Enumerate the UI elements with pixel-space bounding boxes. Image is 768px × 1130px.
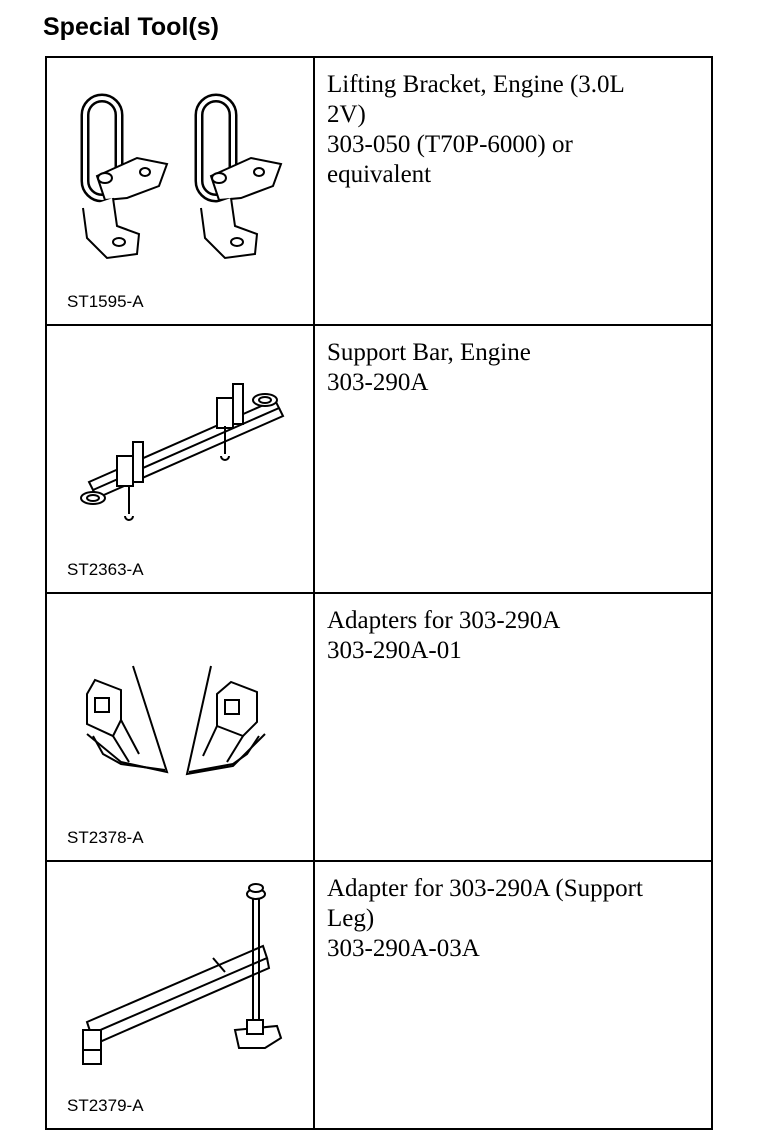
tool-description: Lifting Bracket, Engine (3.0L 2V) 303-05… <box>313 56 713 326</box>
tool-description-line: Adapters for 303-290A <box>327 607 561 634</box>
tool-code: ST2363-A <box>67 560 144 579</box>
tool-description-line: Adapter for 303-290A (Support <box>327 875 643 902</box>
tool-description: Adapters for 303-290A 303-290A-01 <box>313 592 713 862</box>
support-leg-illustration <box>82 883 283 1065</box>
tool-image-cell: ST2363-A <box>45 324 315 594</box>
tool-description-line: 2V) <box>327 101 366 128</box>
tool-code: ST1595-A <box>67 292 144 311</box>
tool-code: ST2378-A <box>67 828 144 847</box>
tool-description-line: 303-290A-01 <box>327 637 462 664</box>
special-tools-table: ST1595-A Lifting Bracket, Engine (3.0L 2… <box>45 56 713 1130</box>
table-row: ST2379-A Adapter for 303-290A (Support L… <box>45 860 713 1130</box>
lifting-bracket-illustration <box>80 93 283 260</box>
tool-description-line: 303-290A <box>327 369 429 396</box>
tool-description-line: equivalent <box>327 161 432 188</box>
page-title: Special Tool(s) <box>43 13 219 41</box>
tool-description-line: 303-290A-03A <box>327 935 480 962</box>
tool-description-line: 303-050 (T70P-6000) or <box>327 131 573 158</box>
table-row: ST2363-A Support Bar, Engine 303-290A <box>45 324 713 594</box>
table-row: ST1595-A Lifting Bracket, Engine (3.0L 2… <box>45 56 713 326</box>
tool-image-cell: ST2378-A <box>45 592 315 862</box>
table-row: ST2378-A Adapters for 303-290A 303-290A-… <box>45 592 713 862</box>
tool-description-line: Leg) <box>327 905 375 932</box>
adapters-illustration <box>86 665 266 776</box>
tool-description-line: Lifting Bracket, Engine (3.0L <box>327 71 625 98</box>
tool-code: ST2379-A <box>67 1096 144 1115</box>
tool-description: Adapter for 303-290A (Support Leg) 303-2… <box>313 860 713 1130</box>
tool-image-cell: ST2379-A <box>45 860 315 1130</box>
tool-description: Support Bar, Engine 303-290A <box>313 324 713 594</box>
tool-description-line: Support Bar, Engine <box>327 339 531 366</box>
tool-image-cell: ST1595-A <box>45 56 315 326</box>
support-bar-illustration <box>80 383 285 521</box>
